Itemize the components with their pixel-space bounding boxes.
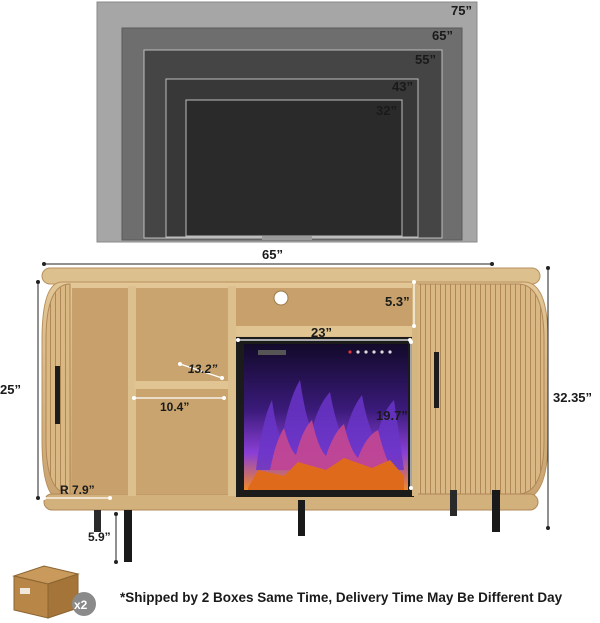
right-door-handle[interactable]: [434, 352, 439, 408]
cabinet-height-label: 25”: [0, 382, 21, 397]
leg-height-label: 5.9”: [88, 530, 111, 544]
tv-65-label: 65”: [432, 28, 453, 43]
tv-55-label: 55”: [415, 52, 436, 67]
width-dimension: 65”: [42, 247, 494, 266]
tv-75-label: 75”: [451, 3, 472, 18]
cubby-shelf-board: [236, 326, 416, 336]
cable-hole: [273, 290, 289, 306]
tv-size-guide: 75” 65” 55” 43” 32”: [96, 1, 478, 243]
leg-back-right: [450, 490, 457, 516]
shelf-depth-label: 13.2”: [188, 362, 217, 376]
open-shelf-left-bay: [72, 288, 130, 494]
fireplace-height-label: 19.7”: [376, 408, 408, 423]
leg-front-middle: [298, 500, 305, 536]
right-slatted-door: [415, 283, 545, 495]
tv-stand-base: [262, 236, 312, 240]
tv-43-label: 43”: [392, 79, 413, 94]
shipping-box-icon: x2: [12, 565, 96, 619]
leg-front-right: [492, 490, 500, 532]
tv-32-outline: [185, 99, 403, 237]
fireplace-flames: [256, 380, 404, 470]
tv-stand: [41, 267, 549, 562]
radius-label: R 7.9”: [60, 483, 95, 497]
open-shelf-right-bay: [134, 288, 230, 494]
leg-back-left: [94, 510, 101, 532]
shipping-note: *Shipped by 2 Boxes Same Time, Delivery …: [120, 590, 563, 605]
fireplace-control-icons: [258, 350, 392, 355]
middle-shelf-board: [134, 381, 232, 389]
door-divider: [412, 284, 418, 496]
left-door-handle[interactable]: [55, 366, 60, 424]
cubby-height-label: 5.3”: [385, 294, 410, 309]
shelf-width-label: 10.4”: [160, 400, 189, 414]
media-cubby: [236, 288, 414, 326]
leg-front-left: [124, 510, 132, 562]
tv-32-label: 32”: [376, 103, 397, 118]
shelf-divider: [128, 286, 136, 496]
fireplace-logs: [248, 458, 404, 490]
shelf-right-divider: [228, 286, 236, 496]
total-height-label: 32.35”: [553, 390, 592, 405]
box-count-badge: [72, 592, 96, 616]
dimension-markers: 5.3” 23” 19.7” 13.2” 10.4” R 7.9” 5.9”: [0, 266, 592, 564]
width-label: 65”: [262, 247, 283, 262]
fireplace-width-label: 23”: [311, 325, 332, 340]
box-count-label: x2: [74, 598, 88, 612]
